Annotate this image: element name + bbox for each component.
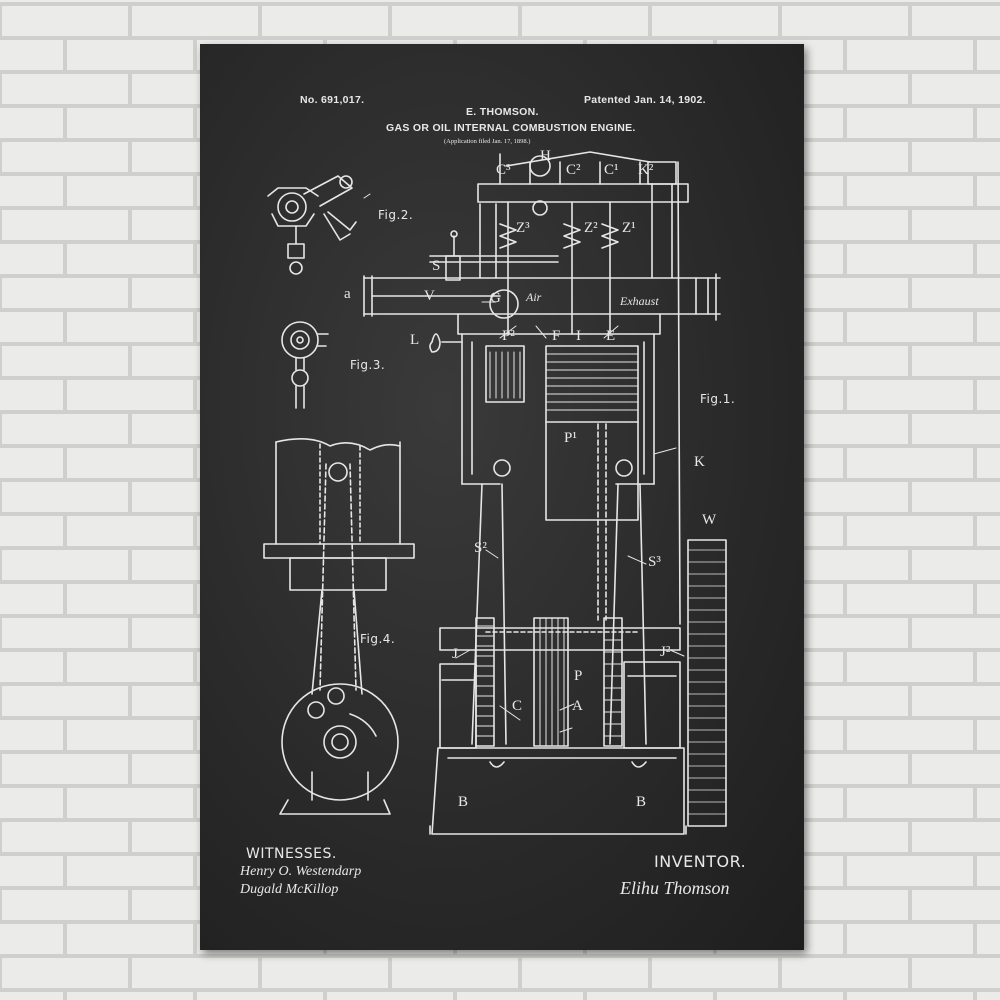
label-S: S bbox=[432, 258, 441, 274]
patent-poster: No. 691,017. E. THOMSON. Patented Jan. 1… bbox=[200, 44, 804, 950]
label-J2: J² bbox=[660, 644, 671, 660]
fig4-connecting-rod-drawing bbox=[263, 438, 415, 815]
witnesses-label: WITNESSES. bbox=[246, 846, 337, 862]
label-P1: P¹ bbox=[564, 430, 577, 446]
fig1-caption: Fig.1. bbox=[700, 392, 736, 406]
label-C2: C² bbox=[566, 162, 581, 178]
leader-lines bbox=[363, 193, 685, 733]
label-F: F bbox=[552, 328, 561, 344]
label-C: C bbox=[512, 698, 523, 714]
label-Z2: Z² bbox=[584, 220, 598, 236]
fig1-main-engine-drawing bbox=[363, 151, 727, 835]
label-C3: C³ bbox=[496, 162, 511, 178]
label-B-left: B bbox=[458, 794, 469, 810]
inventor-header: E. THOMSON. bbox=[466, 106, 539, 118]
label-I: I bbox=[576, 328, 581, 344]
label-a: a bbox=[344, 286, 351, 302]
label-P2: P² bbox=[502, 328, 515, 344]
label-P: P bbox=[574, 668, 583, 684]
fig3-caption: Fig.3. bbox=[350, 358, 386, 372]
application-date: (Application filed Jan. 17, 1898.) bbox=[444, 138, 531, 145]
label-V: V bbox=[424, 288, 435, 304]
patent-date: Patented Jan. 14, 1902. bbox=[584, 94, 706, 106]
witness-2-signature: Dugald McKillop bbox=[240, 882, 339, 897]
fig3-valve-drawing bbox=[281, 321, 329, 409]
label-K: K bbox=[694, 454, 705, 470]
label-B-right: B bbox=[636, 794, 647, 810]
label-J: J bbox=[452, 646, 458, 662]
label-C1: C¹ bbox=[604, 162, 619, 178]
label-exhaust: Exhaust bbox=[620, 294, 659, 308]
label-Z1: Z¹ bbox=[622, 220, 636, 236]
inventor-label: INVENTOR. bbox=[654, 852, 747, 871]
label-H: H bbox=[540, 148, 551, 164]
fig2-caption: Fig.2. bbox=[378, 208, 414, 222]
label-Z3: Z³ bbox=[516, 220, 530, 236]
fig2-valve-drawing bbox=[267, 175, 357, 275]
inventor-signature: Elihu Thomson bbox=[620, 878, 730, 898]
label-air: Air bbox=[526, 290, 542, 304]
label-E: E bbox=[606, 328, 616, 344]
label-W: W bbox=[702, 512, 717, 528]
patent-title: GAS OR OIL INTERNAL COMBUSTION ENGINE. bbox=[386, 122, 636, 134]
patent-number: No. 691,017. bbox=[300, 94, 365, 106]
label-G: G bbox=[490, 290, 501, 306]
fig4-caption: Fig.4. bbox=[360, 632, 396, 646]
label-K2: K² bbox=[638, 162, 654, 178]
engine-blueprint-drawing bbox=[263, 151, 727, 835]
label-L: L bbox=[410, 332, 420, 348]
witness-1-signature: Henry O. Westendarp bbox=[240, 864, 362, 879]
label-A: A bbox=[572, 698, 583, 714]
label-S3: S³ bbox=[648, 554, 661, 570]
label-S2: S² bbox=[474, 540, 487, 556]
